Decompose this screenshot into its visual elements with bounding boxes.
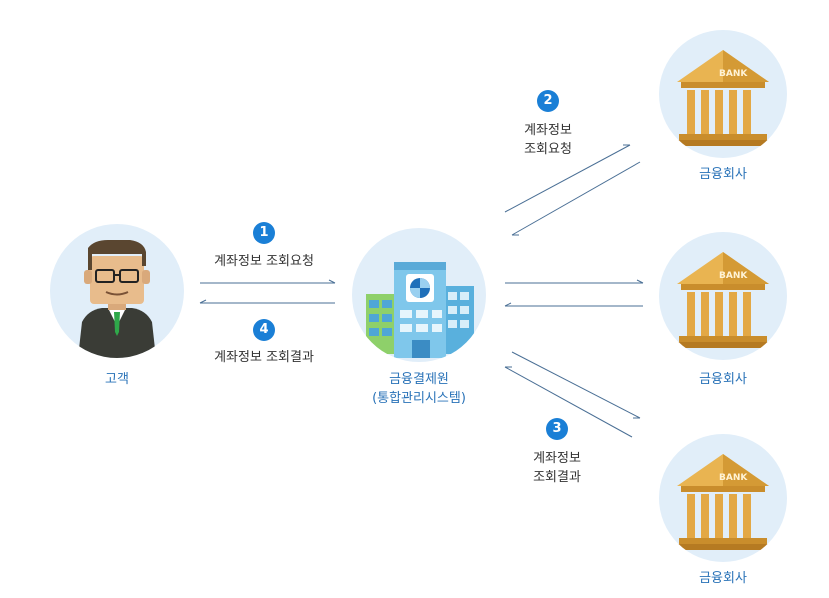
bank-bottom-label: 금융회사 (699, 571, 747, 586)
step-2-badge: 2 (537, 90, 559, 112)
step-1-text: 계좌정보 조회요청 (214, 254, 314, 269)
arrow-bank-bottom-to-center (504, 366, 633, 438)
bank-top-label: 금융회사 (699, 167, 747, 182)
step-3-badge: 3 (546, 418, 568, 440)
bank-sign: BANK (719, 473, 748, 483)
bank-building-icon: BANK (673, 454, 773, 550)
bank-building-icon: BANK (673, 252, 773, 348)
office-building-icon (366, 262, 474, 358)
bank-sign: BANK (719, 271, 748, 281)
center-label-line2: (통합관리시스템) (372, 391, 466, 406)
arrow-bank-top-to-center (511, 161, 641, 236)
step-3-line2: 조회결과 (533, 470, 581, 485)
step-4-badge: 4 (253, 319, 275, 341)
bank-building-icon: BANK (673, 50, 773, 146)
bank-mid-label: 금융회사 (699, 372, 747, 387)
arrow-center-to-bank-mid (505, 279, 644, 284)
step-2-line2: 조회요청 (524, 142, 572, 157)
customer-label: 고객 (105, 372, 129, 387)
bank-sign: BANK (719, 69, 748, 79)
arrow-center-to-bank-top (504, 144, 631, 213)
bank-bottom-circle: BANK (659, 434, 787, 562)
arrow-customer-to-center (200, 279, 336, 284)
arrow-bank-mid-to-center (504, 302, 643, 307)
arrow-center-to-customer (199, 299, 335, 304)
step-1-badge: 1 (253, 222, 275, 244)
center-circle (352, 228, 486, 362)
customer-circle (50, 224, 184, 358)
step-3-line1: 계좌정보 (533, 451, 581, 466)
bank-mid-circle: BANK (659, 232, 787, 360)
bank-top-circle: BANK (659, 30, 787, 158)
businessman-icon (78, 240, 156, 358)
step-4-text: 계좌정보 조회결과 (214, 350, 314, 365)
arrow-center-to-bank-bottom (511, 351, 641, 419)
center-label-line1: 금융결제원 (389, 372, 449, 387)
step-2-line1: 계좌정보 (524, 123, 572, 138)
